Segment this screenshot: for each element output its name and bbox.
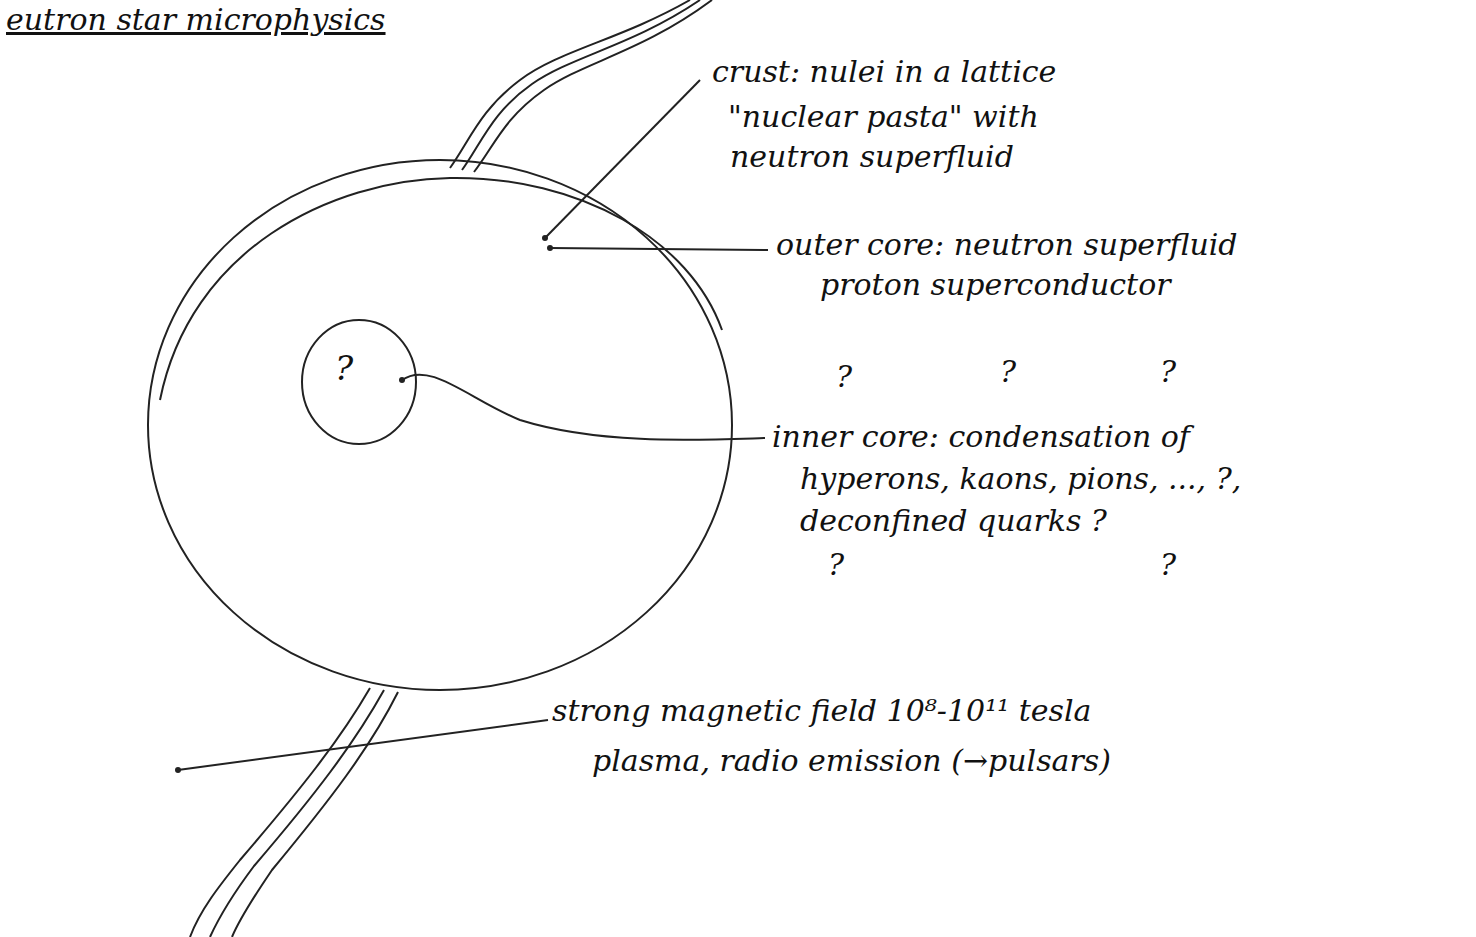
diagram-title: eutron star microphysics xyxy=(6,2,386,37)
question-mark: ? xyxy=(836,360,852,393)
inner-core-circle: ? xyxy=(300,318,418,446)
leader-line xyxy=(545,80,700,238)
leader-dot xyxy=(399,377,405,383)
field-line xyxy=(462,0,700,170)
field-line xyxy=(474,0,712,172)
leader-dot xyxy=(542,235,548,241)
leader-line xyxy=(402,375,765,440)
field-line xyxy=(232,692,398,937)
crust-boundary xyxy=(160,178,722,400)
crust-label: neutron superfluid xyxy=(730,140,1014,173)
core-label: outer core: neutron superfluid xyxy=(776,228,1238,261)
leader-dot xyxy=(175,767,181,773)
leader-line xyxy=(550,248,768,250)
core-label: proton superconductor xyxy=(820,268,1171,301)
leader-dot xyxy=(547,245,553,251)
core-label: deconfined quarks ? xyxy=(800,504,1107,537)
field-line xyxy=(190,688,370,937)
leader-line xyxy=(178,720,548,770)
core-label: hyperons, kaons, pions, ..., ?, xyxy=(800,462,1241,495)
core-outline xyxy=(300,318,418,446)
field-label: strong magnetic field 10⁸-10¹¹ tesla xyxy=(552,694,1091,727)
core-question: ? xyxy=(300,318,418,388)
question-mark: ? xyxy=(828,548,844,581)
field-label: plasma, radio emission (→pulsars) xyxy=(592,744,1111,777)
star-outline xyxy=(148,160,732,690)
crust-label: "nuclear pasta" with xyxy=(728,100,1039,133)
question-mark: ? xyxy=(1160,355,1176,388)
field-line xyxy=(450,0,690,168)
question-mark: ? xyxy=(1160,548,1176,581)
crust-label: crust: nulei in a lattice xyxy=(712,55,1056,88)
core-label: inner core: condensation of xyxy=(772,420,1190,453)
field-line xyxy=(210,690,384,937)
question-mark: ? xyxy=(1000,355,1016,388)
